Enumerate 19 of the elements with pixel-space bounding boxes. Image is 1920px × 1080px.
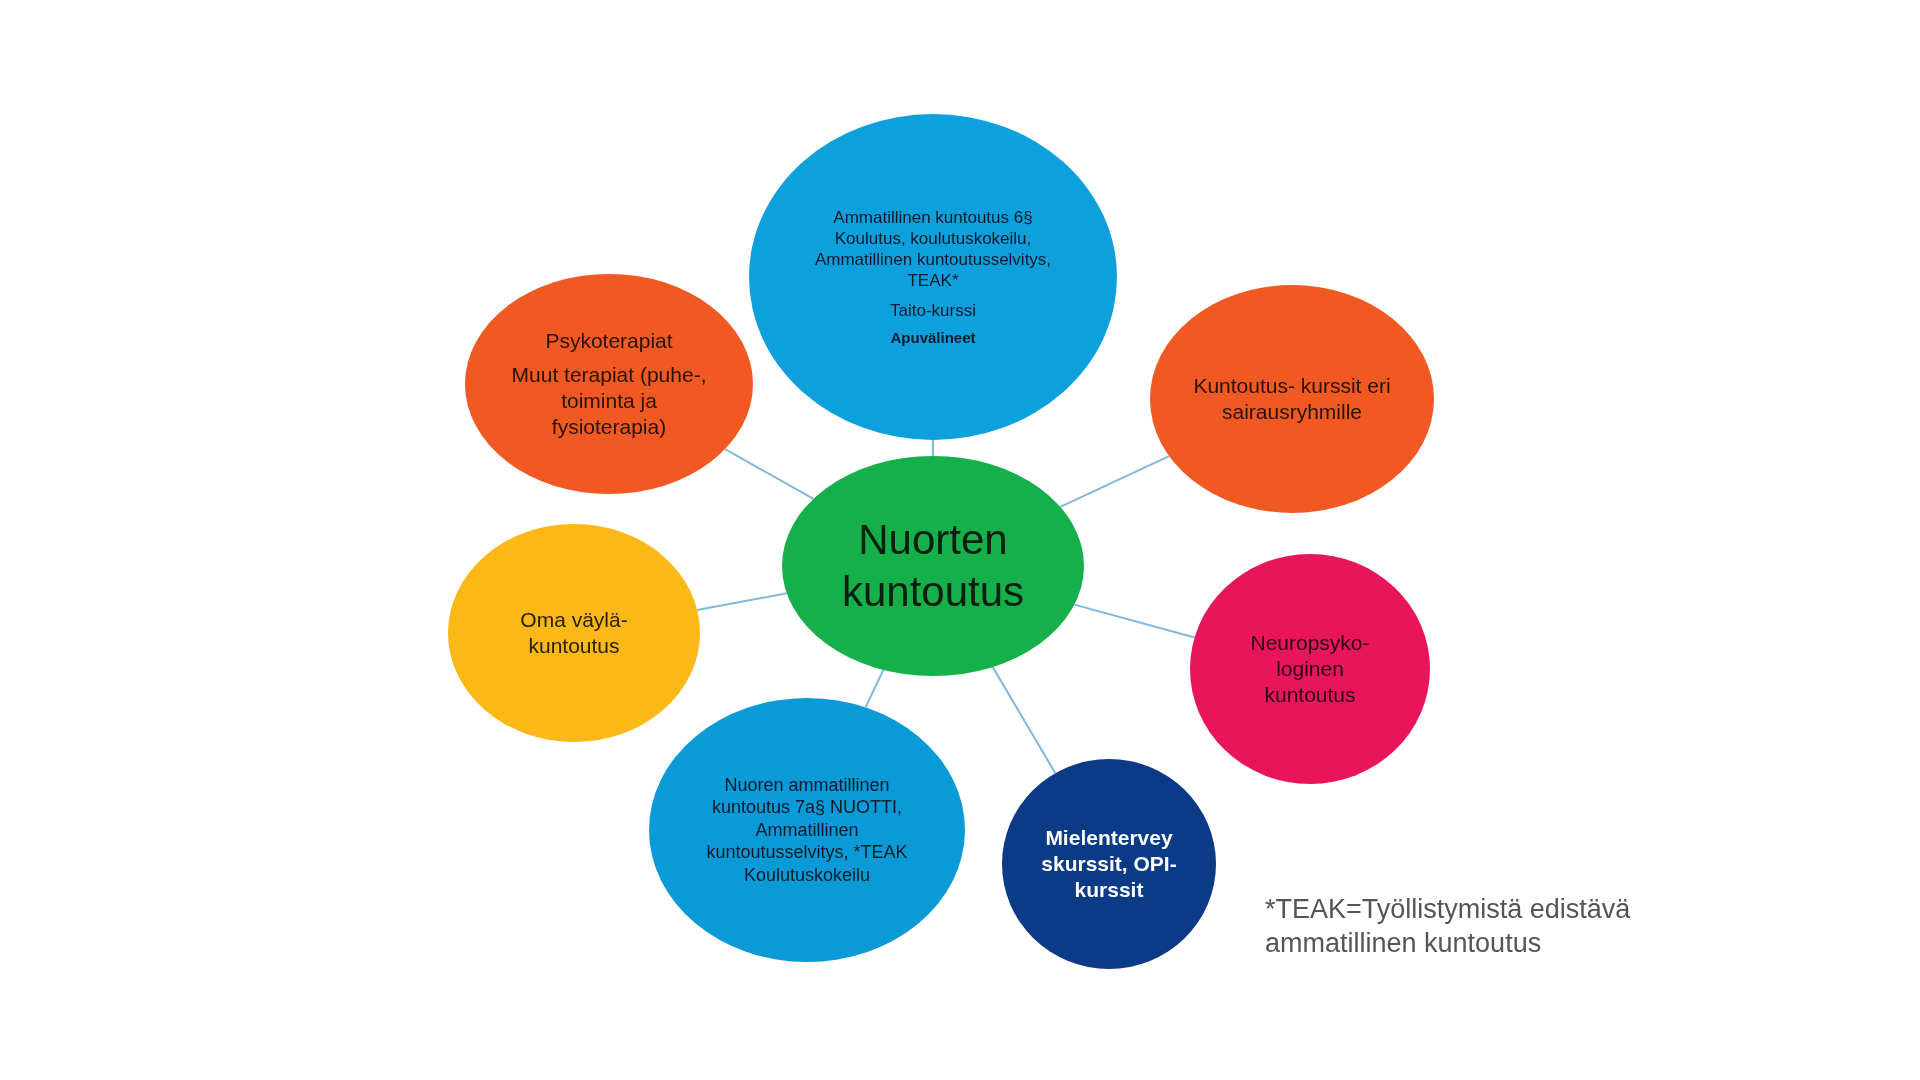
- connector-line: [932, 439, 934, 457]
- bubble-text: Ammatillinen kuntoutus 6§ Koulutus, koulutuskokeilu, Ammatillinen kuntoutusselvitys, TEAK*: [813, 206, 1053, 292]
- bubble-text: Mielentervey skurssit, OPI- kurssit: [1040, 824, 1178, 904]
- connector-line: [991, 666, 1057, 775]
- bubble-text: Muut terapiat (puhe-, toiminta ja fysioterapia): [510, 361, 708, 441]
- footnote: *TEAK=Työllistymistä edistävä ammatillinen kuntoutus: [1265, 893, 1632, 960]
- bubble-text: Oma väylä- kuntoutus: [519, 606, 629, 659]
- bubble-text: Neuropsyko- loginen kuntoutus: [1249, 629, 1371, 709]
- bubble-text: Taito-kurssi: [890, 299, 976, 321]
- connector-line: [1059, 455, 1171, 508]
- connector-line: [724, 448, 815, 500]
- bubble-text: Nuoren ammatillinen kuntoutus 7a§ NUOTTI, Ammatillinen kuntoutusselvitys, *TEAK Koulutuskokeilu: [705, 773, 909, 887]
- bubble-text: Kuntoutus- kurssit eri sairausryhmille: [1192, 372, 1392, 425]
- connector-line: [696, 592, 788, 611]
- connector-line: [1073, 603, 1196, 639]
- connector-line: [864, 668, 885, 709]
- bubble-text: Nuorten kuntoutus: [840, 514, 1026, 617]
- bubble-text: Apuvälineet: [890, 328, 976, 348]
- bubble-text: Psykoterapiat: [545, 327, 673, 354]
